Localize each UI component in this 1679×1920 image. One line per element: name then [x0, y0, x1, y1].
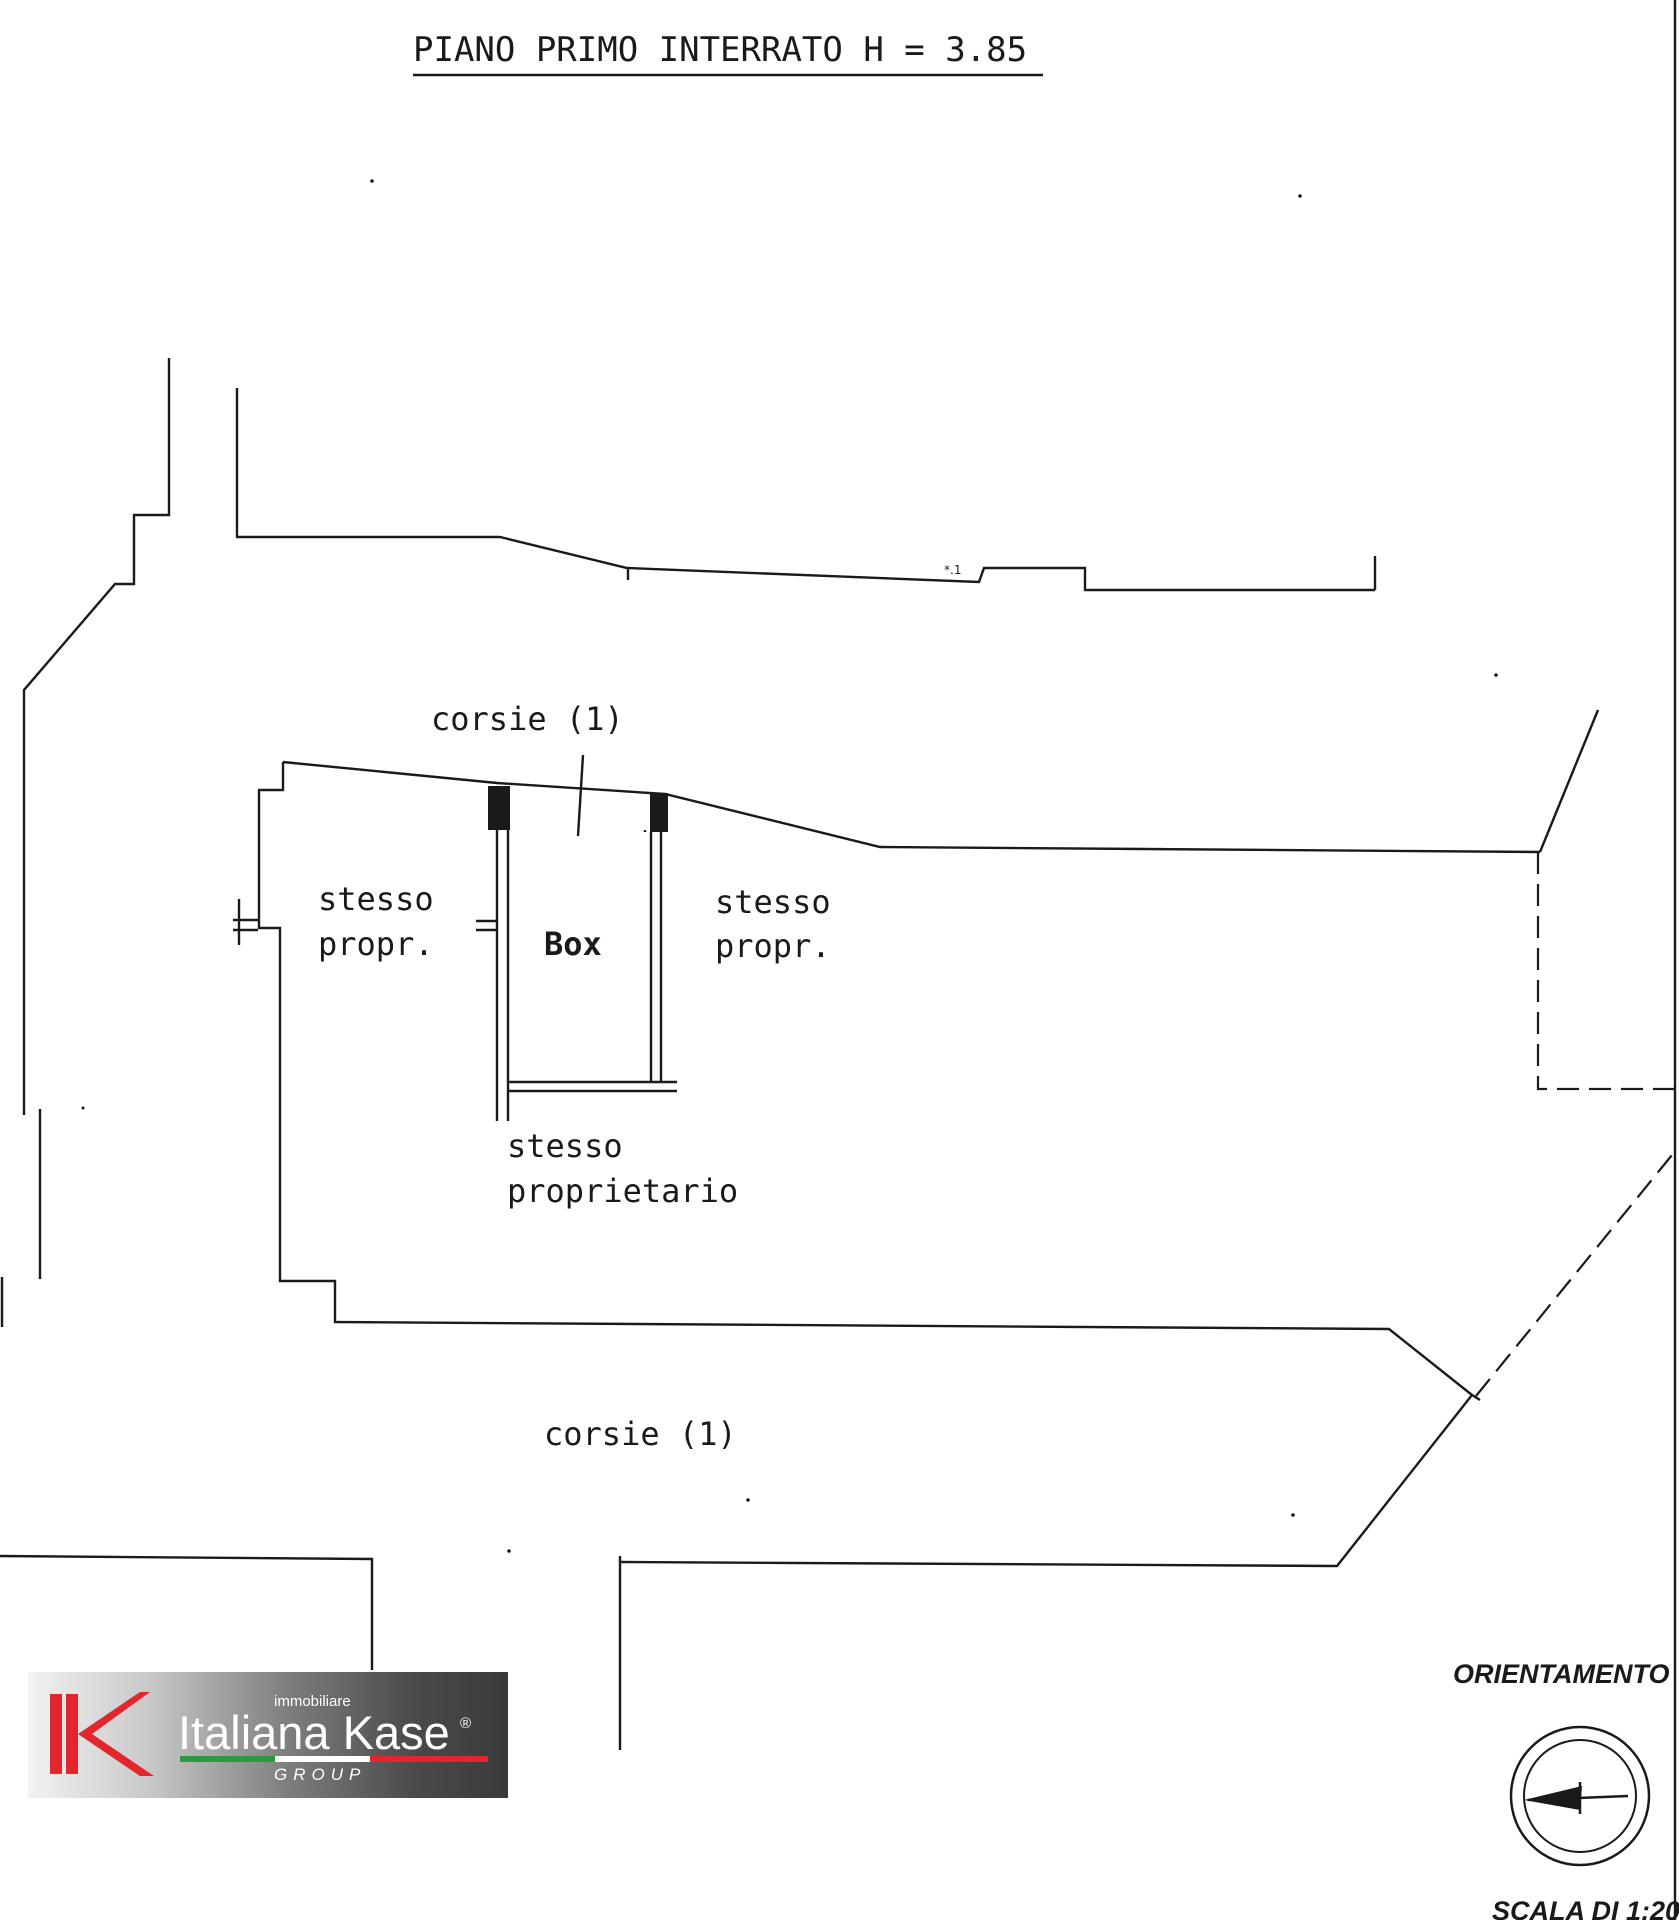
italiana-kase-logo: immobiliare Italiana Kase ® GROUP: [28, 1672, 508, 1798]
label-stesso-right: stesso: [715, 883, 831, 921]
label-stesso-below: stesso: [507, 1127, 623, 1165]
box-unit: [476, 754, 677, 1121]
pillar-left: [488, 786, 510, 830]
logo-brand: Italiana Kase: [178, 1706, 450, 1759]
label-stesso-left: stesso: [318, 880, 434, 918]
scan-specks: [81, 179, 1498, 1553]
north-arrow-icon: [1509, 1725, 1651, 1867]
orientation-label: ORIENTAMENTO: [1453, 1659, 1670, 1689]
label-propr-left: propr.: [318, 925, 434, 963]
pillar-right: [650, 793, 668, 832]
central-block-walls: [0, 709, 1600, 1750]
logo-registered: ®: [460, 1715, 471, 1732]
dashed-boundaries: [1475, 0, 1679, 1920]
lower-walls: [0, 1554, 622, 1670]
label-propr-right: propr.: [715, 927, 831, 965]
ik-logo-mark: immobiliare Italiana Kase ® GROUP: [50, 1692, 488, 1784]
logo-group: GROUP: [274, 1765, 366, 1784]
svg-text:*.1: *.1: [944, 563, 961, 577]
label-corsie-top: corsie (1): [431, 700, 624, 738]
upper-walls: *.1: [22, 358, 1377, 1115]
plan-title: PIANO PRIMO INTERRATO H = 3.85: [413, 30, 1027, 70]
logo-tagline: immobiliare: [274, 1693, 351, 1710]
label-proprietario-below: proprietario: [507, 1172, 738, 1210]
scale-label: SCALA DI 1:20: [1492, 1896, 1679, 1920]
label-corsie-bottom: corsie (1): [544, 1415, 737, 1453]
label-box: Box: [544, 925, 602, 963]
